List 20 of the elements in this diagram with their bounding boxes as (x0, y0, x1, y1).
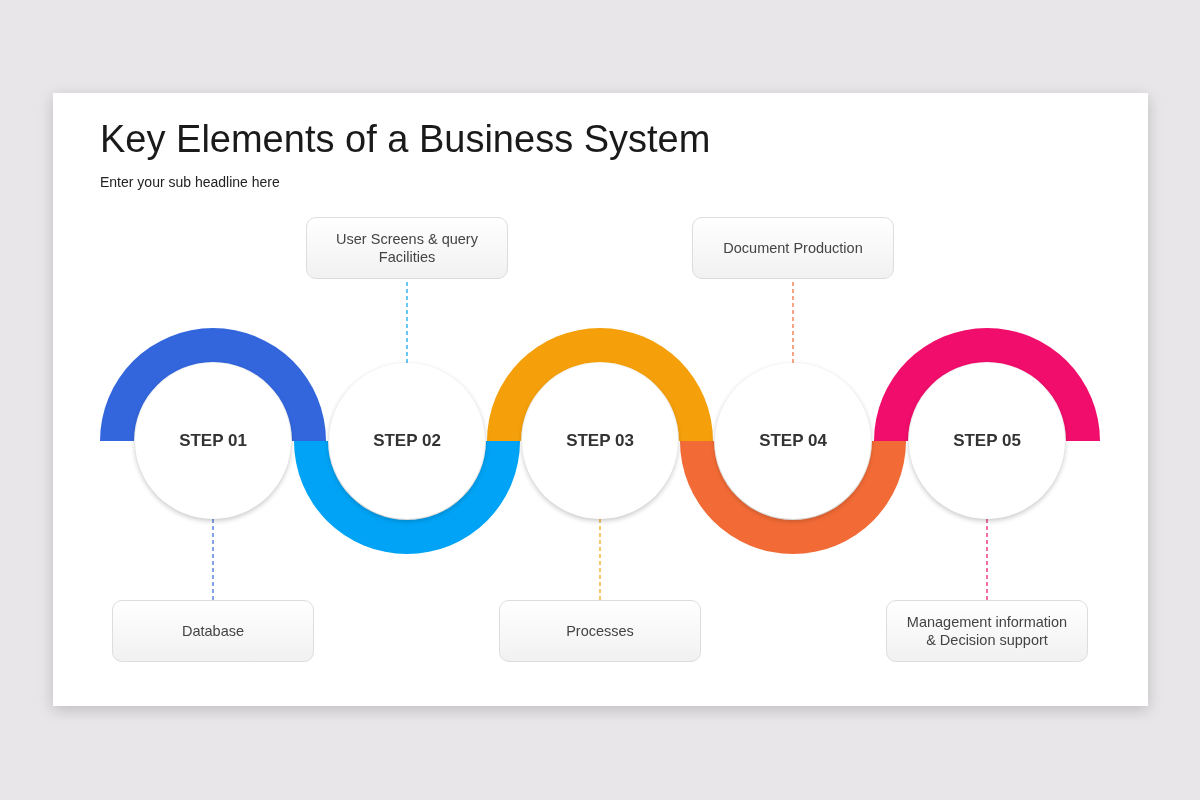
subtitle: Enter your sub headline here (100, 174, 280, 190)
step-label: STEP 04 (759, 431, 827, 451)
step-label: STEP 01 (179, 431, 247, 451)
box-label: Management information & Decision support (905, 613, 1069, 649)
box-label: Database (181, 622, 245, 640)
dashed-connector (599, 518, 601, 601)
text-box (112, 600, 314, 662)
text-box (886, 600, 1088, 662)
box-label: User Screens & query Facilities (335, 230, 479, 266)
text-box (692, 217, 894, 279)
step-label: STEP 02 (373, 431, 441, 451)
dashed-connector (986, 518, 988, 601)
text-box (499, 600, 701, 662)
box-label: Processes (566, 622, 634, 640)
text-box (306, 217, 508, 279)
slide-title: Key Elements of a Business System (100, 118, 711, 161)
box-label: Document Production (723, 239, 863, 257)
step-label: STEP 03 (566, 431, 634, 451)
dashed-connector (212, 518, 214, 601)
step-label: STEP 05 (953, 431, 1021, 451)
